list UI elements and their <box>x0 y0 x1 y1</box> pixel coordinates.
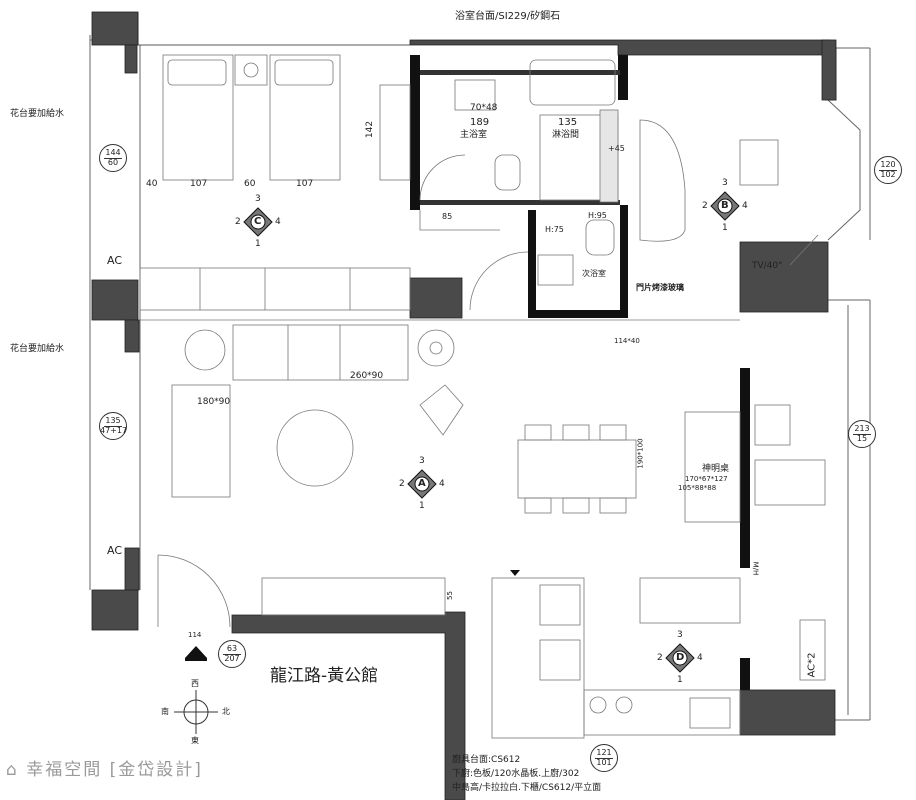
top-note: 浴室台面/SI229/矽鋼石 <box>455 11 561 22</box>
sofa-side-dim: 180*90 <box>197 397 231 407</box>
cabinet-dim: 114*40 <box>614 337 640 345</box>
compass-south: 東 <box>191 736 199 745</box>
mh-label: M/H <box>751 561 760 576</box>
bed-dim-107a: 107 <box>190 179 208 189</box>
altar-dim2: 105*88*88 <box>678 484 717 492</box>
compass-icon <box>174 690 218 734</box>
marker-a-n: 3 <box>419 456 425 466</box>
ac-label-3: AC*2 <box>806 652 818 678</box>
small-bath-door-note: 門片烤漆玻璃 <box>636 283 684 292</box>
marker-b-w: 2 <box>702 201 708 211</box>
marker-b-letter: B <box>721 200 729 211</box>
marker-b-n: 3 <box>722 178 728 188</box>
kitchen-note-3: 中島高/卡拉拉白.下櫃/CS612/平立面 <box>452 783 602 793</box>
left-note-1: 花台要加給水 <box>10 109 65 119</box>
marker-b-e: 4 <box>742 201 748 211</box>
sink-label: 70*48 <box>470 103 498 113</box>
marker-c-e: 4 <box>275 217 281 227</box>
bed-dim-107b: 107 <box>296 179 314 189</box>
marker-d-n: 3 <box>677 630 683 640</box>
kitchen-note-1: 廚具台面:CS612 <box>452 755 521 765</box>
marker-c-n: 3 <box>255 194 261 204</box>
house-logo-icon: ⌂ <box>6 760 19 780</box>
main-bath-label: 主浴室 <box>460 130 488 140</box>
small-bath-label: 次浴室 <box>582 269 606 278</box>
shower-width: 135 <box>558 117 578 128</box>
counter-depth: 55 <box>445 591 454 600</box>
marker-d-w: 2 <box>657 653 663 663</box>
altar-dim1: 170*67*127 <box>685 475 728 483</box>
marker-a-e: 4 <box>439 479 445 489</box>
marker-a-s: 1 <box>419 501 425 511</box>
ac-label-2: AC <box>107 544 123 557</box>
plus45-label: +45 <box>608 144 625 153</box>
marker-d-s: 1 <box>677 675 683 685</box>
bath-door-width: 85 <box>442 212 453 221</box>
marker-d-letter: D <box>676 652 685 663</box>
project-title: 龍江路-黃公館 <box>270 666 379 686</box>
bed-dim-40: 40 <box>146 179 158 189</box>
entry-width: 114 <box>188 631 202 639</box>
marker-d-e: 4 <box>697 653 703 663</box>
tv-label: TV/40" <box>752 261 783 271</box>
ac-label-1: AC <box>107 254 123 267</box>
main-bath-width: 189 <box>470 117 490 128</box>
kitchen-note-2: 下廚:色板/120水晶板.上廚/302 <box>452 769 580 779</box>
altar-label: 神明桌 <box>702 464 730 474</box>
compass-west: 南 <box>161 707 169 716</box>
marker-b-s: 1 <box>722 223 728 233</box>
compass-north: 西 <box>191 679 199 688</box>
compass-east: 北 <box>222 707 230 716</box>
marker-c-s: 1 <box>255 239 261 249</box>
watermark: ⌂ 幸福空間 [金岱設計] <box>6 760 203 780</box>
table-dim: 190*100 <box>636 438 645 469</box>
bed-dim-60: 60 <box>244 179 256 189</box>
sofa-main-dim: 260*90 <box>350 371 384 381</box>
marker-a-letter: A <box>418 478 426 489</box>
small-bath-h95: H:95 <box>588 211 607 220</box>
small-bath-h75: H:75 <box>545 225 564 234</box>
shower-label: 淋浴間 <box>552 130 580 140</box>
marker-c-w: 2 <box>235 217 241 227</box>
marker-a-w: 2 <box>399 479 405 489</box>
bed-depth: 142 <box>365 120 376 139</box>
left-note-2: 花台要加給水 <box>10 344 65 354</box>
marker-c-letter: C <box>254 216 262 227</box>
